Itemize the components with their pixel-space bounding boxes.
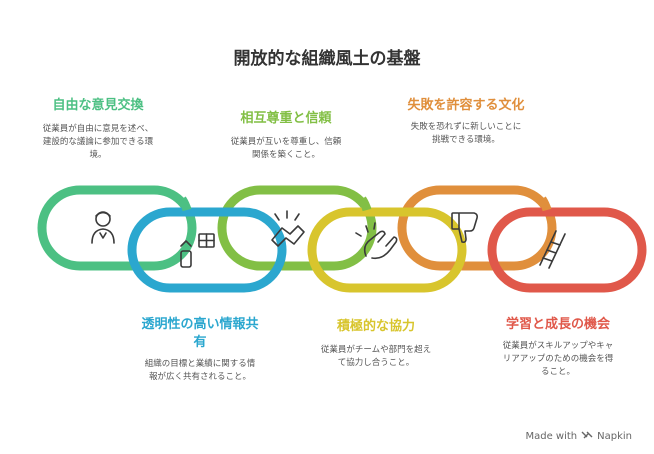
item-title: 失敗を許容する文化	[407, 98, 525, 113]
item-desc: 従業員が互いを尊重し、信頼関係を築くこと。	[230, 137, 342, 160]
clapping-hands-icon	[355, 222, 398, 260]
chain-link-red	[487, 207, 647, 293]
page-title: 開放的な組織風土の基盤	[233, 49, 421, 69]
item-desc: 従業員がチームや部門を超えて協力し合うこと。	[320, 345, 432, 368]
chain-link-lime	[217, 185, 377, 271]
napkin-brand: Napkin	[597, 431, 632, 442]
item-transparency: 透明性の高い情報共有 組織の目標と業績に関する情報が広く共有されること。	[140, 316, 260, 384]
item-failure-tolerance: 失敗を許容する文化 失敗を恐れずに新しいことに挑戦できる環境。	[406, 97, 526, 147]
thumbs-down-icon	[451, 212, 478, 243]
item-desc: 従業員がスキルアップやキャリアアップのための機会を得ること。	[502, 341, 614, 377]
item-free-exchange: 自由な意見交換 従業員が自由に意見を述べ、建設的な議論に参加できる環境。	[38, 97, 158, 162]
item-mutual-respect: 相互尊重と信頼 従業員が互いを尊重し、信頼関係を築くこと。	[226, 110, 346, 162]
item-title: 積極的な協力	[336, 319, 415, 334]
chain-link-yellow	[307, 207, 467, 293]
napkin-logo-icon	[581, 429, 593, 444]
item-learning: 学習と成長の機会 従業員がスキルアップやキャリアアップのための機会を得ること。	[498, 316, 618, 379]
item-title: 相互尊重と信頼	[240, 111, 332, 126]
made-with-label: Made with	[525, 431, 578, 442]
person-icon	[91, 211, 115, 244]
devices-icon	[180, 233, 215, 268]
handshake-icon	[271, 210, 305, 247]
chain-link-green	[37, 185, 197, 271]
item-title: 学習と成長の機会	[505, 317, 610, 332]
chain-link-orange	[397, 185, 557, 271]
made-with-napkin: Made with Napkin	[525, 429, 632, 444]
item-desc: 組織の目標と業績に関する情報が広く共有されること。	[144, 359, 256, 382]
item-desc: 失敗を恐れずに新しいことに挑戦できる環境。	[410, 122, 522, 145]
item-collaboration: 積極的な協力 従業員がチームや部門を超えて協力し合うこと。	[316, 318, 436, 370]
item-title: 透明性の高い情報共有	[141, 317, 259, 350]
item-title: 自由な意見交換	[52, 98, 144, 113]
chain-link-blue	[127, 207, 287, 293]
item-desc: 従業員が自由に意見を述べ、建設的な議論に参加できる環境。	[42, 124, 154, 160]
ladder-icon	[539, 230, 566, 269]
